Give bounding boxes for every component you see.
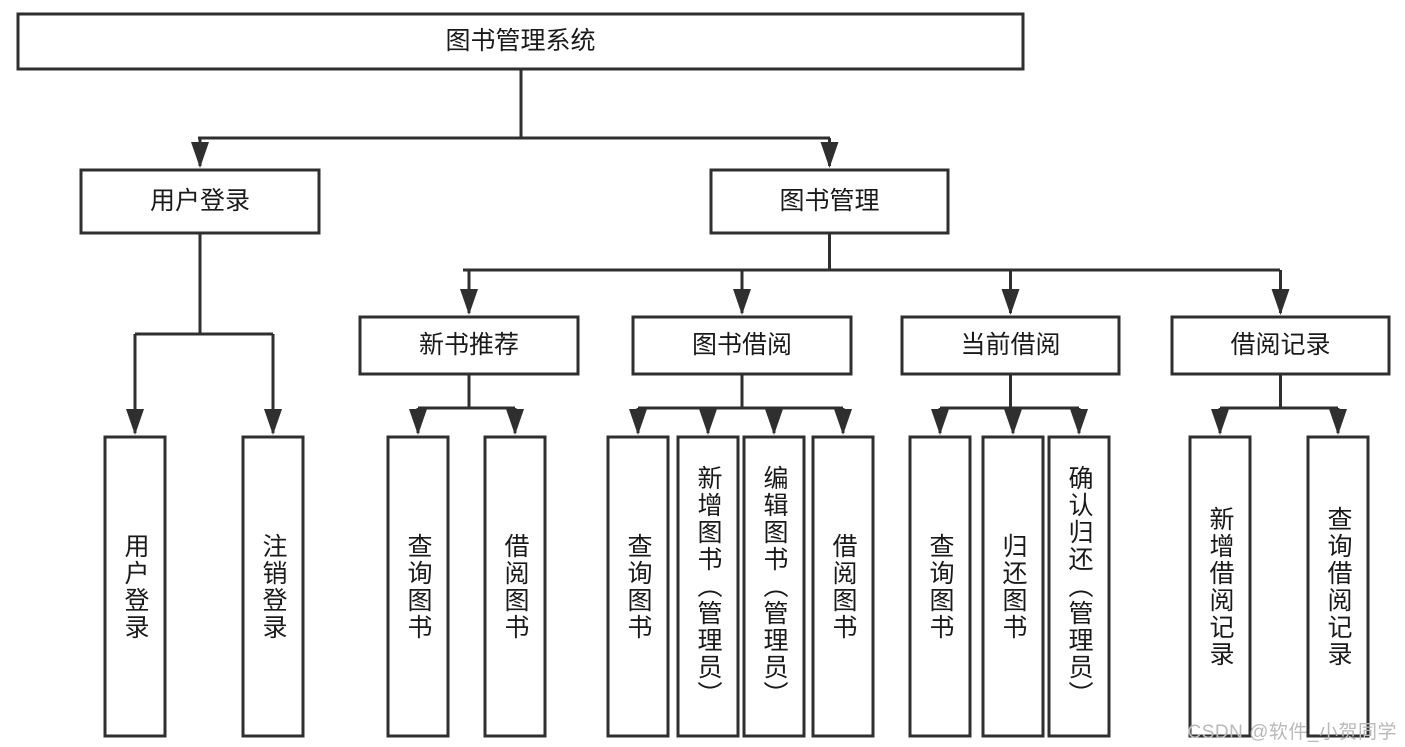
node-root-label: 图书管理系统 — [445, 27, 595, 55]
node-level2-label-1: 图书管理 — [779, 187, 879, 215]
node-leaf-box-9[interactable] — [981, 435, 1045, 738]
arrow-down-icon — [1004, 409, 1022, 435]
arrow-down-icon — [126, 409, 144, 435]
arrow-down-icon — [733, 289, 751, 315]
node-level3-label-0: 新书推荐 — [419, 331, 519, 359]
node-leaf-box-5[interactable] — [676, 435, 740, 738]
node-leaf-box-1[interactable] — [241, 435, 305, 738]
arrow-down-icon — [264, 409, 282, 435]
arrow-down-icon — [765, 409, 783, 435]
edges-layer — [126, 69, 1347, 435]
node-leaf-box-11[interactable] — [1188, 435, 1252, 738]
arrow-down-icon — [1211, 409, 1229, 435]
node-leaf-box-8[interactable] — [908, 435, 972, 738]
node-leaf-box-6[interactable] — [742, 435, 806, 738]
arrow-down-icon — [191, 142, 209, 168]
arrow-down-icon — [699, 409, 717, 435]
node-level2-box-1[interactable] — [709, 168, 950, 235]
node-level2-label-0: 用户登录 — [150, 187, 250, 215]
arrow-down-icon — [409, 409, 427, 435]
arrow-down-icon — [1070, 409, 1088, 435]
node-leaf-box-7[interactable] — [811, 435, 875, 738]
node-level3-box-0[interactable] — [358, 315, 580, 376]
node-level3-box-2[interactable] — [900, 315, 1121, 376]
arrow-down-icon — [1271, 289, 1290, 315]
node-level2-box-0[interactable] — [79, 168, 321, 235]
arrow-down-icon — [1329, 409, 1347, 435]
node-level3-box-1[interactable] — [631, 315, 853, 376]
node-level3-box-3[interactable] — [1170, 315, 1391, 376]
node-root-box[interactable] — [16, 12, 1025, 71]
node-level3-label-1: 图书借阅 — [692, 331, 792, 359]
node-leaf-box-10[interactable] — [1047, 435, 1111, 738]
arrow-down-icon — [820, 142, 839, 168]
node-leaf-box-4[interactable] — [606, 435, 670, 738]
arrow-down-icon — [834, 409, 852, 435]
arrow-down-icon — [629, 409, 647, 435]
watermark-text: CSDN @软件_小贺同学 — [1187, 722, 1397, 743]
arrow-down-icon — [931, 409, 949, 435]
node-leaf-box-12[interactable] — [1306, 435, 1370, 738]
boxes-layer — [16, 12, 1391, 738]
node-level3-label-2: 当前借阅 — [960, 331, 1060, 359]
node-leaf-box-0[interactable] — [103, 435, 167, 738]
node-leaf-box-2[interactable] — [386, 435, 450, 738]
arrow-down-icon — [506, 409, 524, 435]
arrow-down-icon — [1001, 289, 1020, 315]
node-leaf-box-3[interactable] — [483, 435, 547, 738]
node-level3-label-3: 借阅记录 — [1230, 331, 1330, 359]
arrow-down-icon — [460, 289, 478, 315]
